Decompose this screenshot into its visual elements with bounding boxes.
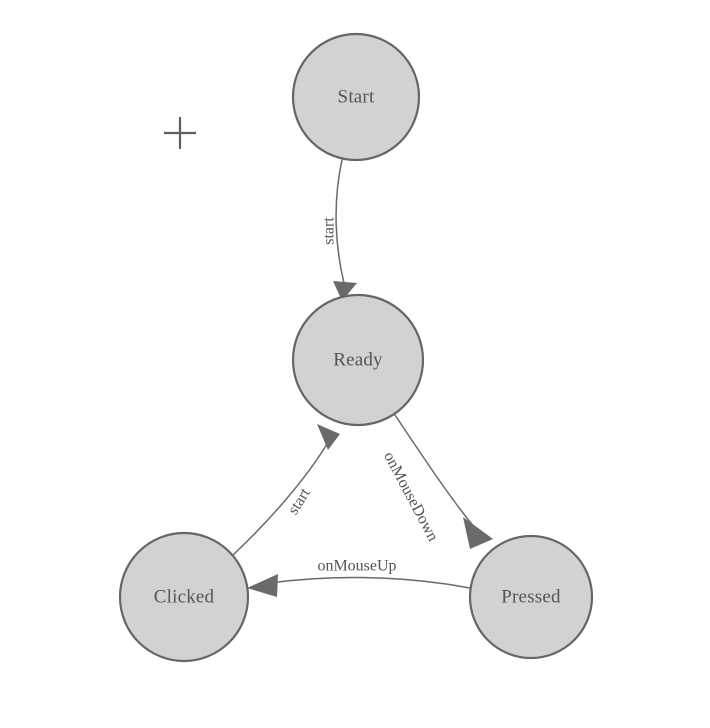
edge-label-start: start (321, 217, 338, 245)
node-label: Start (338, 86, 375, 107)
node-ready[interactable]: Ready (291, 293, 425, 427)
edge-ready-to-pressed[interactable]: onMouseDown (380, 414, 493, 549)
edge-label-onmouseup: onMouseUp (317, 558, 396, 575)
arrowhead-icon (333, 281, 357, 301)
node-label: Clicked (154, 586, 215, 607)
edge-path[interactable] (335, 159, 345, 284)
edge-pressed-to-clicked[interactable]: onMouseUp (247, 558, 471, 597)
edge-path[interactable] (232, 443, 328, 556)
arrowhead-icon (317, 424, 340, 450)
arrowhead-icon (463, 517, 493, 549)
node-pressed[interactable]: Pressed (468, 534, 594, 660)
node-shape[interactable] (291, 293, 425, 427)
node-shape[interactable] (468, 534, 594, 660)
edge-label-onmousedown: onMouseDown (380, 449, 441, 544)
node-label: Ready (333, 349, 383, 370)
node-clicked[interactable]: Clicked (118, 531, 250, 663)
edge-clicked-to-ready[interactable]: start (232, 424, 340, 556)
edge-label-start-return: start (285, 485, 314, 518)
arrowhead-icon (247, 574, 278, 597)
edge-start-to-ready[interactable]: start (321, 159, 357, 301)
crosshair-icon[interactable] (164, 117, 196, 149)
node-shape[interactable] (291, 32, 421, 162)
nodes-layer: Start Ready Clicked Pressed (118, 32, 594, 663)
node-start[interactable]: Start (291, 32, 421, 162)
node-shape[interactable] (118, 531, 250, 663)
edge-path[interactable] (269, 576, 471, 589)
node-label: Pressed (501, 586, 561, 607)
